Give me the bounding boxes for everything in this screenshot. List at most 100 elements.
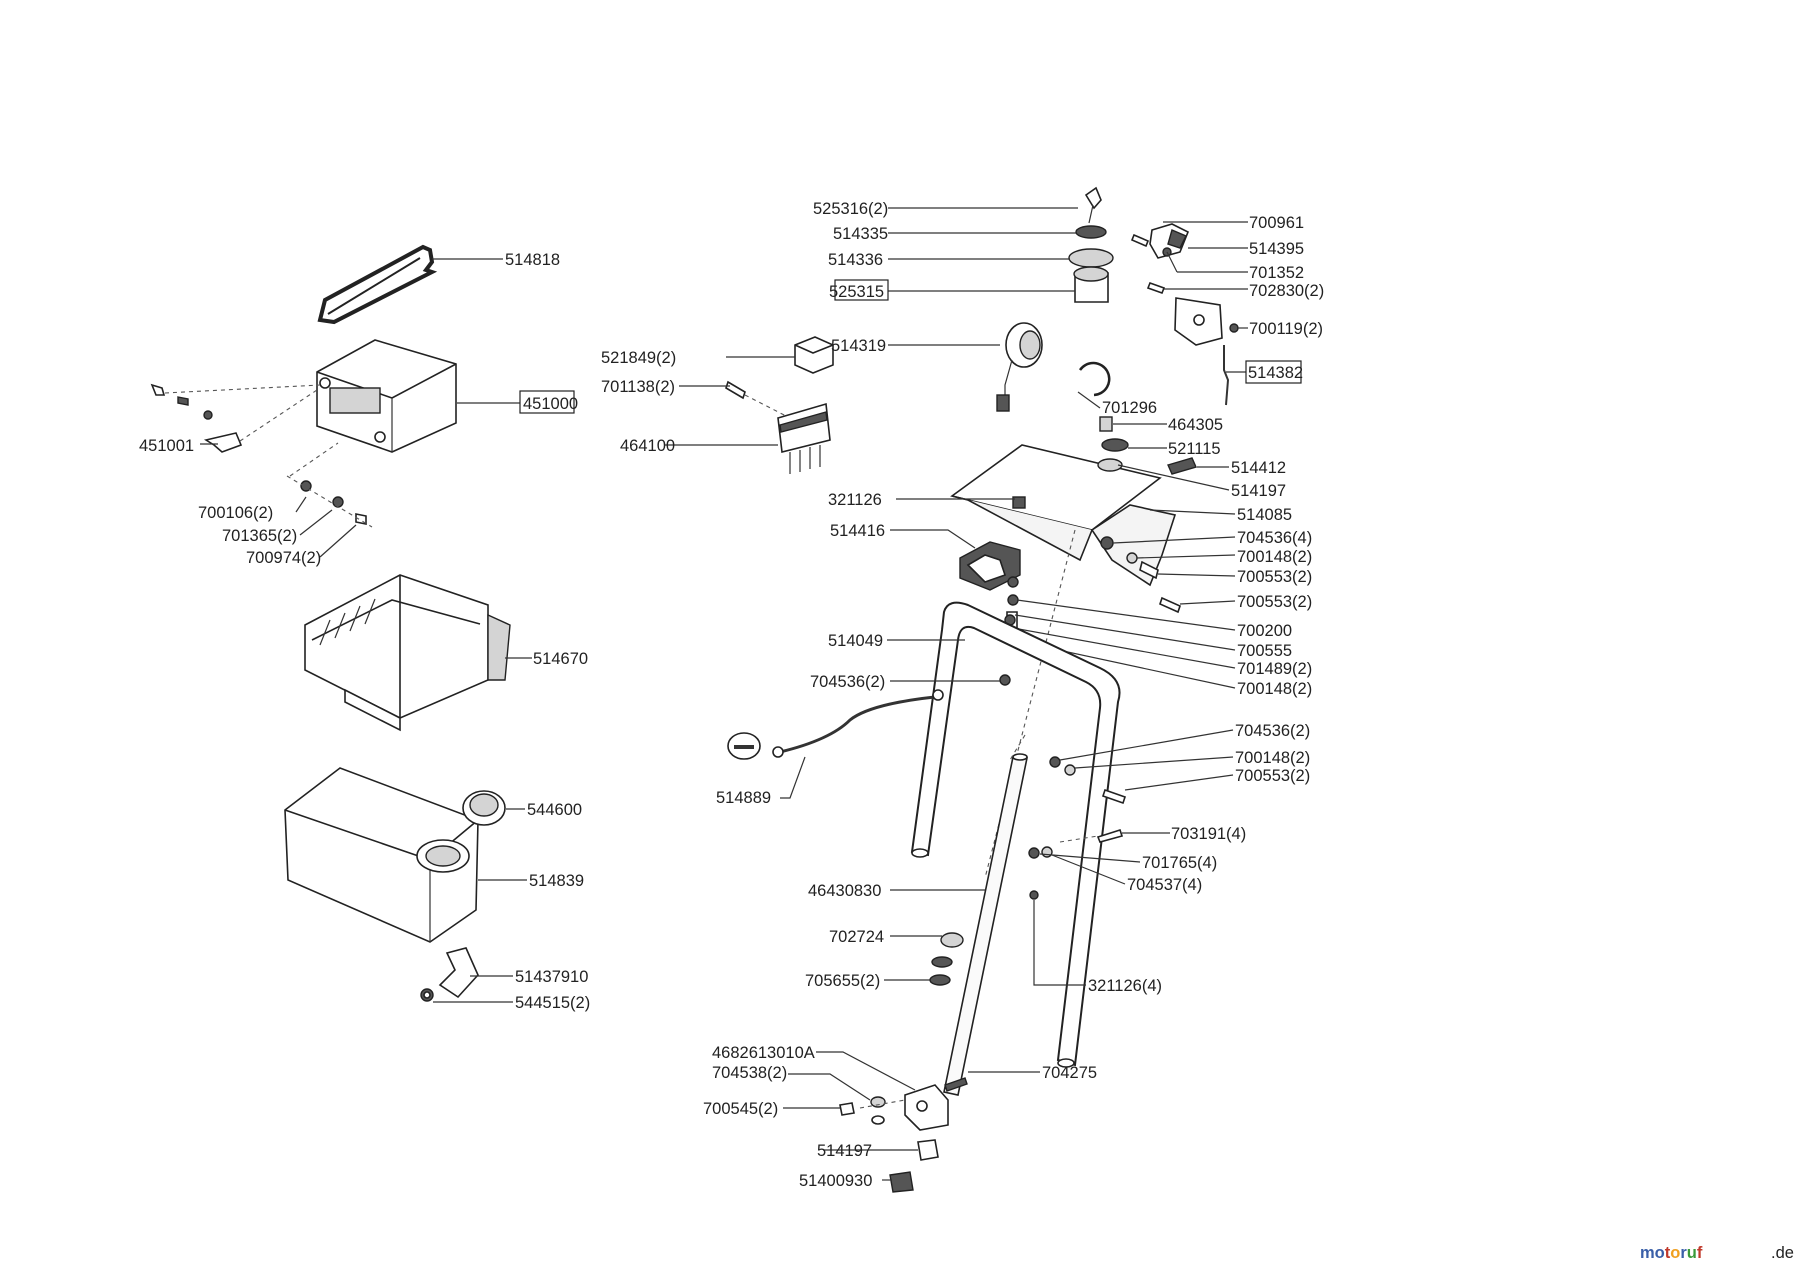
part-label: 514395 <box>1249 240 1304 258</box>
nut-704536 <box>999 674 1011 686</box>
part-label: 704536(2) <box>810 673 885 691</box>
dashboard-panel-part <box>950 444 1177 587</box>
part-label: 700148(2) <box>1237 548 1312 566</box>
part-label: 451001 <box>139 437 194 455</box>
fuel-cap-part <box>462 790 506 826</box>
part-label: 321126(4) <box>1088 977 1162 995</box>
logo-letter: m <box>1640 1244 1655 1262</box>
part-label: 51400930 <box>799 1172 872 1190</box>
part-label: 702830(2) <box>1249 282 1324 300</box>
handlebar-frame-part <box>910 601 1121 1068</box>
part-label: 704537(4) <box>1127 876 1202 894</box>
part-label: 700961 <box>1249 214 1304 232</box>
part-label: 701765(4) <box>1142 854 1217 872</box>
part-label: 525315 <box>829 283 884 301</box>
part-label: 700553(2) <box>1235 767 1310 785</box>
battery-cable-part <box>727 689 944 760</box>
part-label: 700545(2) <box>703 1100 778 1118</box>
throttle-rod-part <box>1223 345 1230 406</box>
part-label: 700119(2) <box>1249 320 1323 338</box>
part-label: 705655(2) <box>805 972 880 990</box>
part-label: 703191(4) <box>1171 825 1246 843</box>
part-label: 514336 <box>828 251 883 269</box>
fuel-tank-part <box>284 767 479 943</box>
fuel-hose-part <box>420 947 479 1002</box>
part-label: 514382 <box>1248 364 1303 382</box>
highlight-box <box>519 390 575 414</box>
clamp-part <box>959 541 1021 591</box>
panel-hardware <box>1100 536 1181 614</box>
part-label: 514197 <box>817 1142 872 1160</box>
part-label: 701296 <box>1102 399 1157 417</box>
part-label: 704536(2) <box>1235 722 1310 740</box>
part-label: 4682613010A <box>712 1044 815 1062</box>
logo-letter: t <box>1665 1244 1671 1262</box>
plate-bracket-part <box>1146 281 1239 346</box>
part-label: 514889 <box>716 789 771 807</box>
part-label: 704538(2) <box>712 1064 787 1082</box>
relay-part <box>794 336 834 374</box>
part-label: 702724 <box>829 928 884 946</box>
part-label: 701489(2) <box>1237 660 1312 678</box>
part-label: 514416 <box>830 522 885 540</box>
logo-letter: r <box>1680 1244 1687 1262</box>
part-label: 700555 <box>1237 642 1292 660</box>
part-label: 521115 <box>1168 440 1221 458</box>
part-label: 514412 <box>1231 459 1286 477</box>
washer-521115 <box>1101 438 1129 452</box>
part-label: 514049 <box>828 632 883 650</box>
logo-letter: o <box>1670 1244 1680 1262</box>
part-label: 544515(2) <box>515 994 590 1012</box>
part-label: 464100 <box>620 437 675 455</box>
part-label: 51437910 <box>515 968 588 986</box>
part-label: 321126 <box>828 491 882 509</box>
part-label: 700553(2) <box>1237 568 1312 586</box>
logo-letter: o <box>1655 1244 1665 1262</box>
part-label: 704275 <box>1042 1064 1097 1082</box>
part-label: 544600 <box>527 801 582 819</box>
battery-part <box>316 339 457 453</box>
bracket-right-part <box>1130 223 1190 259</box>
screw-part <box>725 380 746 400</box>
steering-shaft-part <box>943 753 1028 1096</box>
motoruf-logo: motoruf .de <box>1640 1244 1794 1262</box>
part-label: 700148(2) <box>1235 749 1310 767</box>
battery-strap-part <box>317 244 438 325</box>
part-label: 514670 <box>533 650 588 668</box>
svg-text:motoruf: motoruf <box>1640 1244 1703 1262</box>
part-label: 700106(2) <box>198 504 273 522</box>
highlight-box <box>834 279 889 301</box>
battery-tray-part <box>304 574 511 732</box>
part-label: 701352 <box>1249 264 1304 282</box>
bushing-part <box>1099 416 1113 432</box>
part-label: 704536(4) <box>1237 529 1312 547</box>
part-label: 700200 <box>1237 622 1292 640</box>
highlight-box <box>1245 360 1302 384</box>
shaft-bushings <box>929 932 964 986</box>
steering-bracket-part <box>839 1077 968 1193</box>
part-label: 521849(2) <box>601 349 676 367</box>
svg-text:.de: .de <box>1771 1244 1794 1262</box>
logo-letter: f <box>1697 1244 1703 1262</box>
part-label: 514085 <box>1237 506 1292 524</box>
part-label: 46430830 <box>808 882 881 900</box>
part-label: 700148(2) <box>1237 680 1312 698</box>
part-label: 700553(2) <box>1237 593 1312 611</box>
part-label: 701365(2) <box>222 527 297 545</box>
part-label: 700974(2) <box>246 549 321 567</box>
horn-part <box>996 322 1043 412</box>
retaining-ring-part <box>1078 361 1111 397</box>
part-label: 701138(2) <box>601 378 675 396</box>
part-label: 514839 <box>529 872 584 890</box>
part-label: 514319 <box>831 337 886 355</box>
part-label: 451000 <box>523 395 578 413</box>
switch-514412 <box>1167 457 1197 475</box>
battery-terminal-bolts <box>150 383 243 453</box>
part-label: 514197 <box>1231 482 1286 500</box>
part-label: 464305 <box>1168 416 1223 434</box>
part-label: 525316(2) <box>813 200 888 218</box>
fuse-block-part <box>777 402 831 474</box>
logo-letter: u <box>1687 1244 1697 1262</box>
part-label: 514335 <box>833 225 888 243</box>
